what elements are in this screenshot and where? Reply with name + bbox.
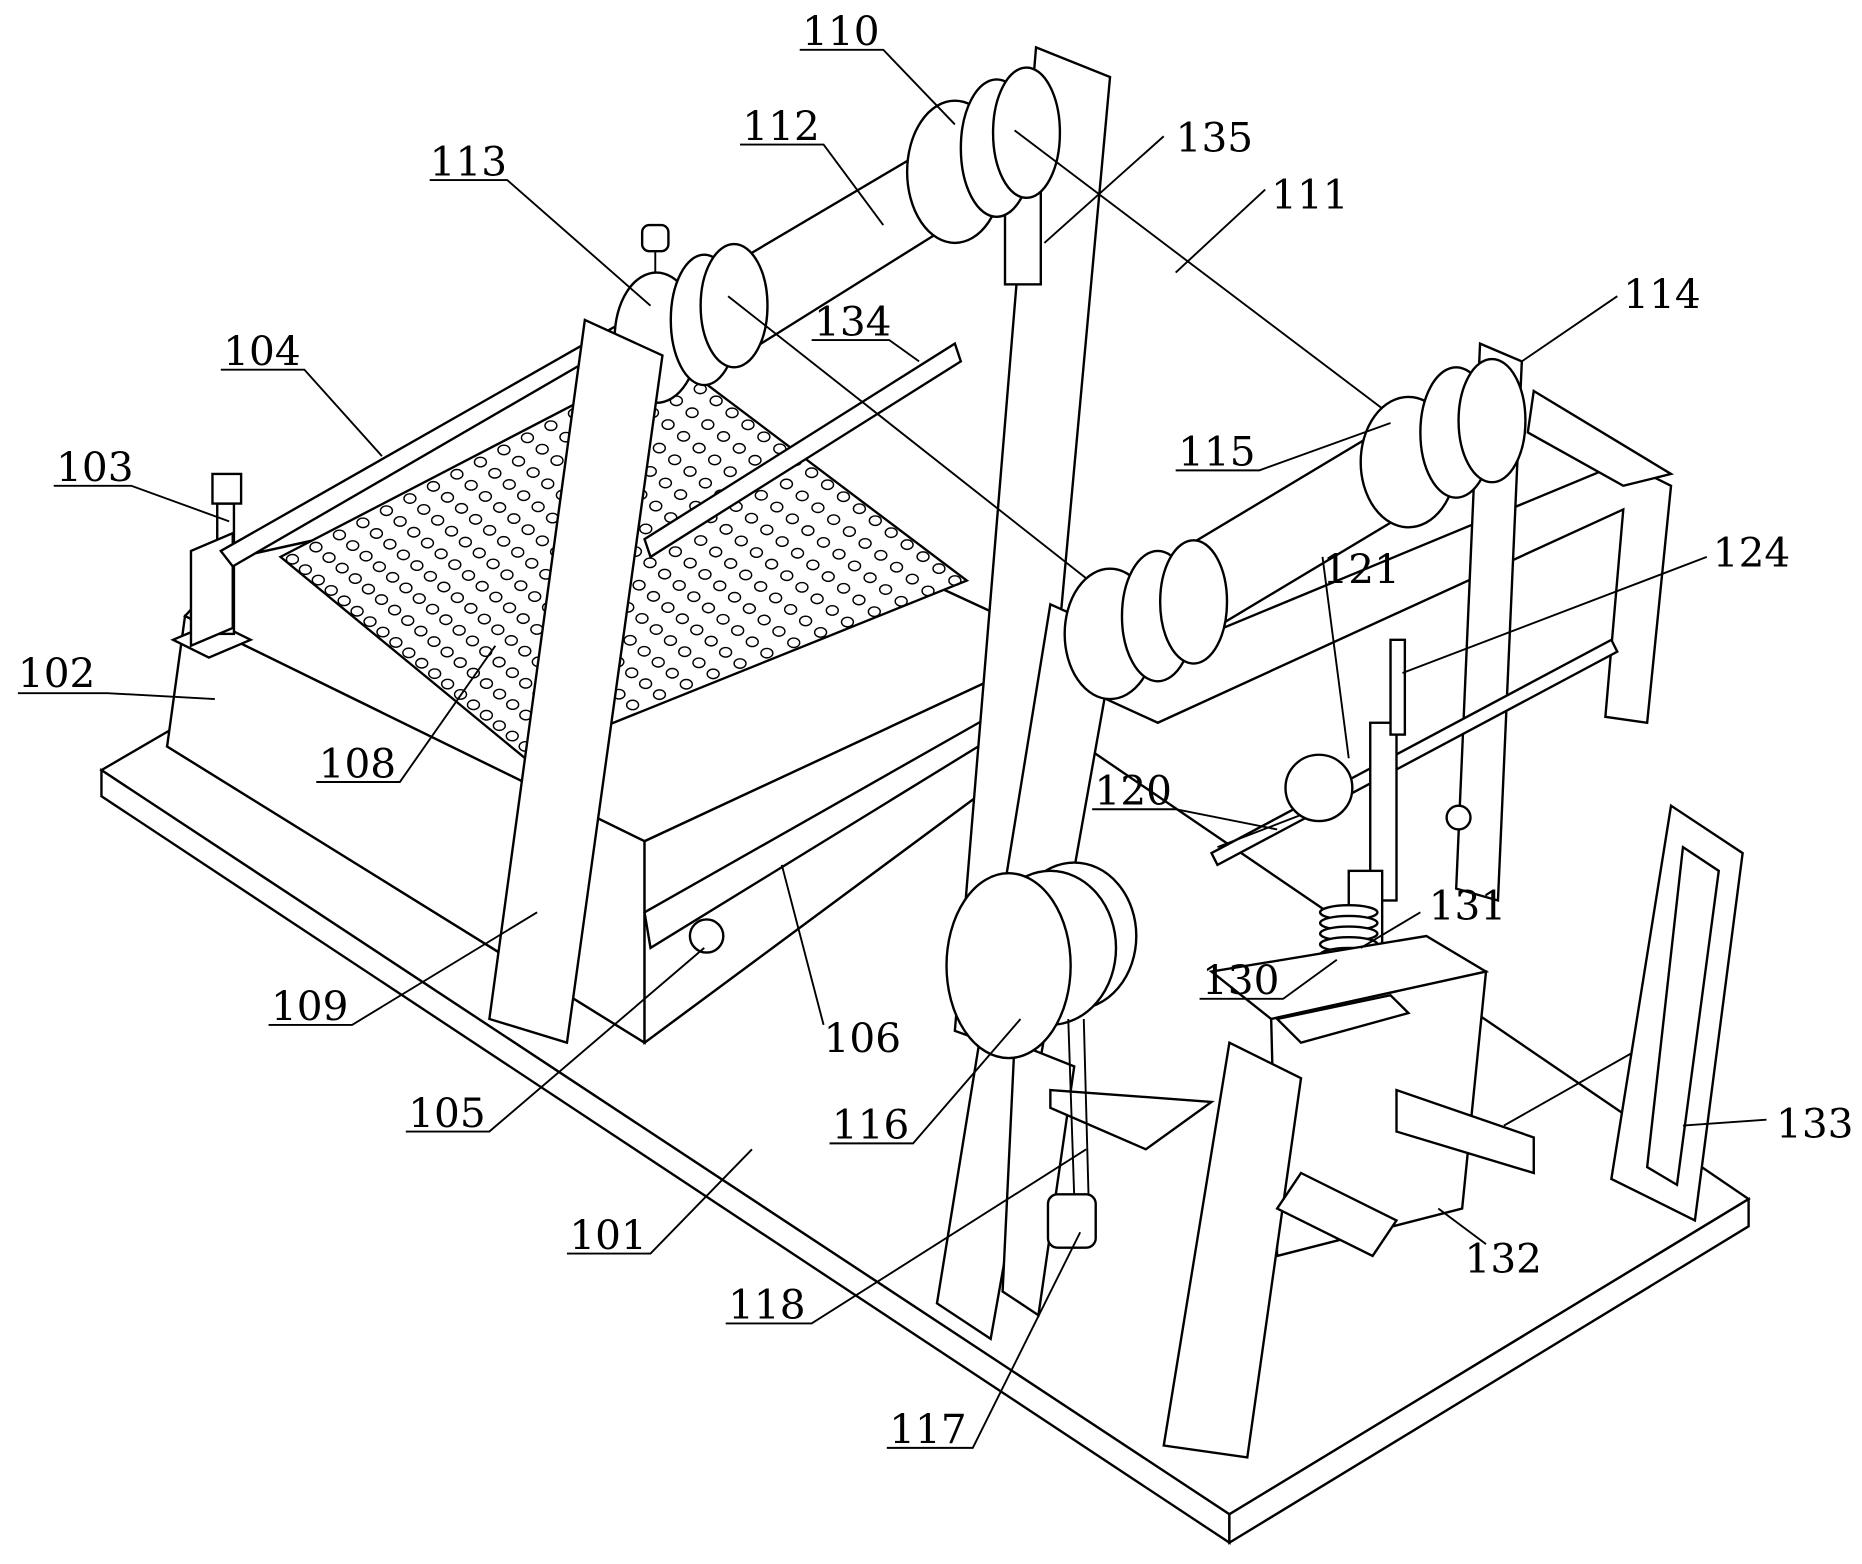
label-103: 103: [56, 443, 133, 491]
upper-roller: [615, 68, 1060, 403]
label-118: 118: [728, 1281, 805, 1329]
label-114: 114: [1623, 270, 1700, 318]
label-135: 135: [1176, 114, 1253, 162]
label-101: 101: [569, 1211, 646, 1259]
label-130: 130: [1202, 956, 1279, 1004]
label-120: 120: [1095, 767, 1172, 815]
label-116: 116: [832, 1101, 909, 1149]
knob[interactable]: [690, 919, 723, 952]
label-109: 109: [271, 982, 348, 1030]
label-108: 108: [319, 739, 396, 787]
label-110: 110: [802, 7, 879, 55]
label-134: 134: [814, 297, 891, 345]
label-124: 124: [1713, 528, 1790, 576]
label-104: 104: [223, 327, 300, 375]
slot-frame: [1611, 806, 1742, 1221]
label-132: 132: [1465, 1235, 1542, 1283]
label-117: 117: [889, 1405, 966, 1453]
label-105: 105: [408, 1089, 485, 1137]
label-112: 112: [742, 102, 819, 150]
label-121: 121: [1322, 545, 1399, 593]
label-115: 115: [1178, 428, 1255, 476]
label-133: 133: [1776, 1100, 1853, 1148]
label-111: 111: [1271, 171, 1348, 219]
counterweight: [1048, 1194, 1096, 1247]
label-106: 106: [824, 1014, 901, 1062]
label-113: 113: [430, 137, 507, 185]
label-102: 102: [18, 649, 95, 697]
label-131: 131: [1429, 882, 1506, 930]
